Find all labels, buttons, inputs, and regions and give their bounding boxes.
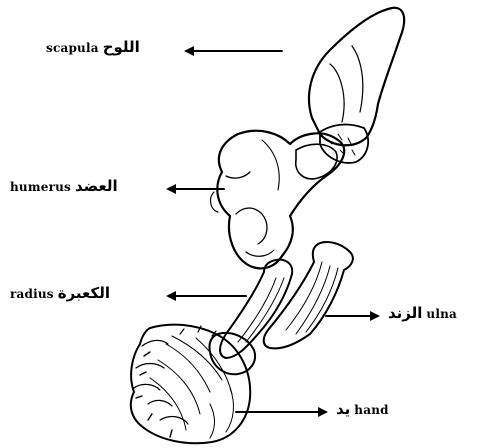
scapula-label-ar: اللوح (103, 40, 140, 55)
humerus-label: humerus العضد (10, 179, 122, 194)
hand-label-ar: يد (336, 402, 350, 417)
radius-label-ar: الكعبرة (58, 286, 110, 301)
hand-arrowhead (318, 407, 328, 417)
radius-label: radius الكعبرة (10, 286, 114, 301)
hand-bones (131, 325, 255, 444)
scapula-label: scapula اللوح (46, 40, 144, 55)
radius-label-en: radius (10, 288, 54, 300)
humerus-arrowhead (166, 184, 176, 194)
hand-label: يد hand (332, 402, 389, 417)
humerus-label-en: humerus (10, 181, 71, 193)
ulna-label-en: ulna (426, 308, 457, 320)
leader-arrows (166, 46, 380, 417)
hand-label-en: hand (354, 404, 388, 416)
scapula-bone (309, 8, 404, 163)
humerus-label-ar: العضد (75, 179, 118, 194)
ulna-label: الزند ulna (384, 306, 457, 321)
radius-arrowhead (166, 291, 176, 301)
ulna-label-ar: الزند (388, 306, 422, 321)
ulna-arrowhead (370, 311, 380, 321)
scapula-arrowhead (184, 46, 194, 56)
scapula-label-en: scapula (46, 42, 99, 54)
